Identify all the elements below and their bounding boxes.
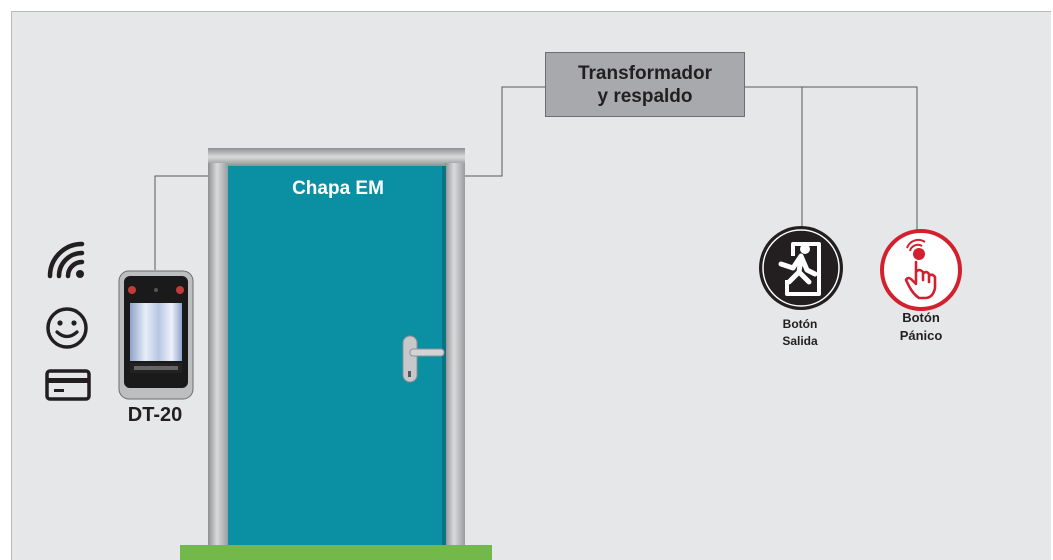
exit-button-label-line1: Botón bbox=[782, 317, 818, 331]
panic-button-label-line2: Pánico bbox=[899, 328, 943, 343]
floor-strip bbox=[180, 545, 492, 560]
wire-power-to-panic bbox=[745, 86, 918, 232]
wire-door-to-terminal bbox=[154, 175, 210, 270]
door-handle-lever bbox=[409, 348, 445, 357]
exit-button-label: Botón Salida bbox=[760, 316, 840, 350]
door-illustration bbox=[180, 148, 492, 560]
power-supply-label-line1: Transformador bbox=[577, 62, 713, 84]
door-frame-top bbox=[208, 148, 465, 166]
panic-button-label-line1: Botón bbox=[902, 310, 940, 325]
wifi-icon bbox=[47, 241, 85, 279]
panic-button-icon bbox=[880, 229, 962, 311]
door-handle-plate bbox=[402, 335, 418, 383]
door-frame-right bbox=[445, 163, 465, 560]
exit-button-label-line2: Salida bbox=[782, 334, 818, 348]
door-frame-left bbox=[208, 163, 228, 560]
card-icon bbox=[45, 369, 91, 401]
terminal-label: DT-20 bbox=[127, 404, 183, 426]
panic-button-label: Botón Pánico bbox=[880, 309, 962, 345]
power-supply-label-line2: y respaldo bbox=[597, 85, 693, 107]
terminal-device bbox=[118, 270, 194, 400]
wire-power-to-door bbox=[465, 86, 545, 177]
face-icon bbox=[46, 307, 88, 349]
exit-button-icon bbox=[759, 226, 843, 310]
keyhole-icon bbox=[408, 371, 411, 377]
power-supply-box: Transformador y respaldo bbox=[545, 52, 745, 117]
door-label: Chapa EM bbox=[292, 178, 384, 199]
terminal-screen bbox=[130, 303, 182, 361]
